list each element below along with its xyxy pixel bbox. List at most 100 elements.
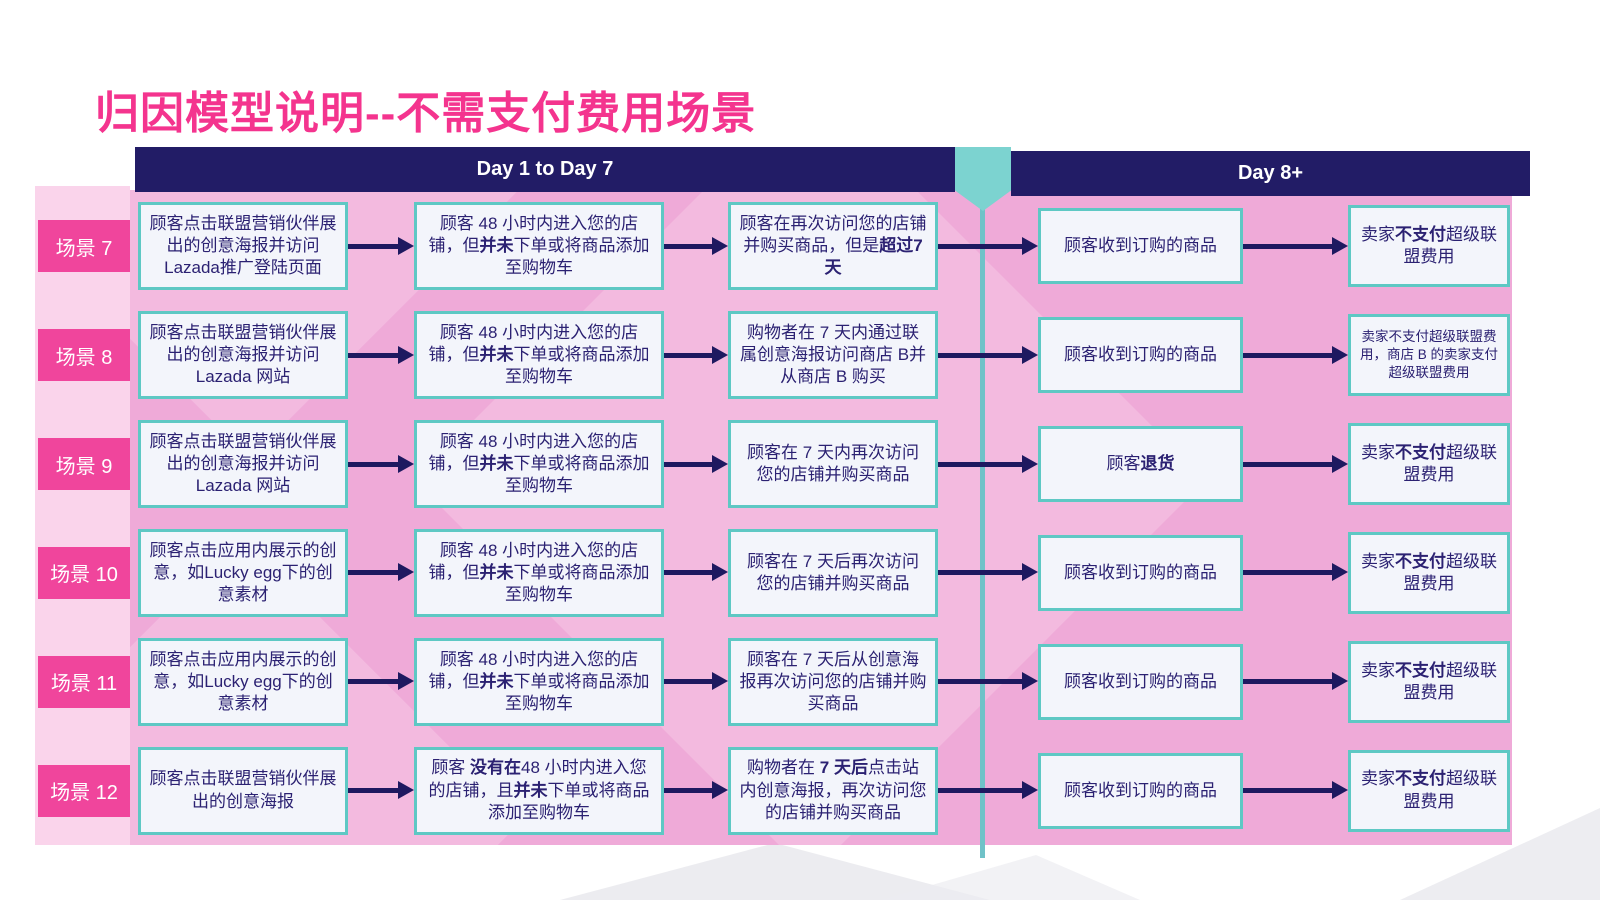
step-box-2: 顾客 48 小时内进入您的店铺，但并未下单或将商品添加至购物车 xyxy=(414,637,664,726)
arrow-right-icon xyxy=(938,563,1038,582)
arrow-right-icon xyxy=(938,781,1038,800)
arrow-right-icon xyxy=(664,672,728,691)
step-box-5: 卖家不支付超级联盟费用 xyxy=(1348,749,1510,832)
scenario-rows: 场景 7 顾客点击联盟营销伙伴展出的创意海报并访问Lazada推广登陆页面 顾客… xyxy=(38,192,1510,845)
step-text: 顾客点击应用内展示的创意，如Lucky egg下的创意素材 xyxy=(149,649,337,713)
step-text: 购物者在 7 天内通过联属创意海报访问商店 B并从商店 B 购买 xyxy=(739,323,927,387)
scenario-row: 场景 9 顾客点击联盟营销伙伴展出的创意海报并访问 Lazada 网站 顾客 4… xyxy=(38,410,1510,519)
scenario-row: 场景 11 顾客点击应用内展示的创意，如Lucky egg下的创意素材 顾客 4… xyxy=(38,627,1510,736)
step-text: 顾客 48 小时内进入您的店铺，但并未下单或将商品添加至购物车 xyxy=(428,540,650,604)
page-title: 归因模型说明--不需支付费用场景 xyxy=(95,89,757,139)
step-box-2: 顾客 48 小时内进入您的店铺，但并未下单或将商品添加至购物车 xyxy=(414,528,664,617)
step-box-3: 购物者在 7 天后点击站内创意海报，再次访问您的店铺并购买商品 xyxy=(728,746,938,835)
scenario-label: 场景 9 xyxy=(38,438,130,491)
step-box-2: 顾客 48 小时内进入您的店铺，但并未下单或将商品添加至购物车 xyxy=(414,202,664,291)
step-box-4: 顾客收到订购的商品 xyxy=(1038,752,1243,829)
arrow-right-icon xyxy=(348,236,414,256)
step-box-1: 顾客点击应用内展示的创意，如Lucky egg下的创意素材 xyxy=(138,528,348,617)
step-text: 顾客点击联盟营销伙伴展出的创意海报 xyxy=(149,769,337,811)
step-box-2: 顾客 48 小时内进入您的店铺，但并未下单或将商品添加至购物车 xyxy=(414,311,664,400)
step-box-4: 顾客收到订购的商品 xyxy=(1038,534,1243,611)
step-text: 卖家不支付超级联盟费用 xyxy=(1361,769,1497,811)
timeline-day8plus-label: Day 8+ xyxy=(1237,162,1304,184)
step-box-3: 购物者在 7 天内通过联属创意海报访问商店 B并从商店 B 购买 xyxy=(728,311,938,400)
arrow-right-icon xyxy=(1243,672,1348,691)
step-text: 顾客 48 小时内进入您的店铺，但并未下单或将商品添加至购物车 xyxy=(428,649,650,713)
step-text: 顾客在再次访问您的店铺并购买商品，但是超过7天 xyxy=(739,214,927,278)
step-box-1: 顾客点击联盟营销伙伴展出的创意海报 xyxy=(138,746,348,835)
step-box-3: 顾客在再次访问您的店铺并购买商品，但是超过7天 xyxy=(728,202,938,291)
step-box-5: 卖家不支付超级联盟费用 xyxy=(1348,640,1510,723)
scenario-label: 场景 12 xyxy=(38,764,130,817)
step-text: 顾客在 7 天后再次访问您的店铺并购买商品 xyxy=(747,551,919,593)
arrow-right-icon xyxy=(938,345,1038,365)
timeline-day1to7-header: Day 1 to Day 7 xyxy=(135,147,955,192)
step-text: 卖家不支付超级联盟费用 xyxy=(1361,551,1497,593)
scenario-label: 场景 11 xyxy=(38,655,130,708)
arrow-right-icon xyxy=(348,454,414,474)
step-text: 顾客收到订购的商品 xyxy=(1064,236,1217,256)
scenario-label-strip xyxy=(35,186,130,845)
step-box-5: 卖家不支付超级联盟费用 xyxy=(1348,423,1510,506)
scenario-label: 场景 8 xyxy=(38,329,130,382)
arrow-right-icon xyxy=(1243,345,1348,365)
scenario-row: 场景 7 顾客点击联盟营销伙伴展出的创意海报并访问Lazada推广登陆页面 顾客… xyxy=(38,192,1510,301)
step-text: 卖家不支付超级联盟费用，商店 B 的卖家支付超级联盟费用 xyxy=(1359,328,1498,381)
arrow-right-icon xyxy=(1243,563,1348,582)
arrow-right-icon xyxy=(664,454,728,474)
step-box-1: 顾客点击联盟营销伙伴展出的创意海报并访问 Lazada 网站 xyxy=(138,311,348,400)
arrow-right-icon xyxy=(664,236,728,256)
step-text: 卖家不支付超级联盟费用 xyxy=(1361,660,1497,702)
step-text: 顾客退货 xyxy=(1106,454,1175,474)
arrow-right-icon xyxy=(664,345,728,365)
arrow-right-icon xyxy=(1243,781,1348,800)
arrow-right-icon xyxy=(348,781,414,800)
step-box-2: 顾客 48 小时内进入您的店铺，但并未下单或将商品添加至购物车 xyxy=(414,420,664,509)
step-box-4: 顾客收到订购的商品 xyxy=(1038,208,1243,285)
step-text: 顾客 48 小时内进入您的店铺，但并未下单或将商品添加至购物车 xyxy=(428,431,650,496)
scenario-row: 场景 8 顾客点击联盟营销伙伴展出的创意海报并访问 Lazada 网站 顾客 4… xyxy=(38,301,1510,410)
timeline-day1to7-label: Day 1 to Day 7 xyxy=(476,158,614,180)
step-text: 卖家不支付超级联盟费用 xyxy=(1361,442,1497,485)
arrow-right-icon xyxy=(348,672,414,691)
step-box-1: 顾客点击联盟营销伙伴展出的创意海报并访问 Lazada 网站 xyxy=(138,420,348,509)
step-box-2: 顾客 没有在48 小时内进入您的店铺，且并未下单或将商品添加至购物车 xyxy=(414,746,664,835)
step-box-4: 顾客收到订购的商品 xyxy=(1038,643,1243,720)
step-box-1: 顾客点击联盟营销伙伴展出的创意海报并访问Lazada推广登陆页面 xyxy=(138,202,348,291)
arrow-right-icon xyxy=(1243,236,1348,256)
arrow-right-icon xyxy=(938,454,1038,474)
timeline-divider-line xyxy=(980,192,985,858)
step-text: 顾客在 7 天后从创意海报再次访问您的店铺并购买商品 xyxy=(739,649,927,713)
step-text: 顾客收到订购的商品 xyxy=(1064,671,1217,691)
arrow-right-icon xyxy=(1243,454,1348,474)
step-text: 顾客点击应用内展示的创意，如Lucky egg下的创意素材 xyxy=(149,540,337,604)
arrow-right-icon xyxy=(664,563,728,582)
step-text: 顾客点击联盟营销伙伴展出的创意海报并访问Lazada推广登陆页面 xyxy=(149,214,337,278)
step-text: 卖家不支付超级联盟费用 xyxy=(1361,225,1497,267)
step-box-4: 顾客收到订购的商品 xyxy=(1038,317,1243,394)
step-text: 顾客 48 小时内进入您的店铺，但并未下单或将商品添加至购物车 xyxy=(428,323,650,387)
step-text: 顾客点击联盟营销伙伴展出的创意海报并访问 Lazada 网站 xyxy=(149,431,337,496)
timeline-header: Day 1 to Day 7 Day 8+ xyxy=(135,147,1530,211)
step-box-3: 顾客在 7 天后再次访问您的店铺并购买商品 xyxy=(728,528,938,617)
timeline-day8plus-header: Day 8+ xyxy=(1011,151,1530,196)
step-text: 顾客在 7 天内再次访问您的店铺并购买商品 xyxy=(747,442,919,485)
step-text: 购物者在 7 天后点击站内创意海报，再次访问您的店铺并购买商品 xyxy=(739,758,927,822)
step-box-5: 卖家不支付超级联盟费用，商店 B 的卖家支付超级联盟费用 xyxy=(1348,314,1510,397)
step-box-3: 顾客在 7 天后从创意海报再次访问您的店铺并购买商品 xyxy=(728,637,938,726)
step-box-4: 顾客退货 xyxy=(1038,426,1243,503)
step-text: 顾客收到订购的商品 xyxy=(1064,780,1217,800)
arrow-right-icon xyxy=(348,345,414,365)
step-text: 顾客收到订购的商品 xyxy=(1064,345,1217,365)
arrow-right-icon xyxy=(938,236,1038,256)
arrow-right-icon xyxy=(938,672,1038,691)
step-text: 顾客点击联盟营销伙伴展出的创意海报并访问 Lazada 网站 xyxy=(149,323,337,387)
arrow-right-icon xyxy=(664,781,728,800)
arrow-right-icon xyxy=(348,563,414,582)
step-text: 顾客 48 小时内进入您的店铺，但并未下单或将商品添加至购物车 xyxy=(428,214,650,278)
step-text: 顾客 没有在48 小时内进入您的店铺，且并未下单或将商品添加至购物车 xyxy=(428,758,650,822)
step-box-1: 顾客点击应用内展示的创意，如Lucky egg下的创意素材 xyxy=(138,637,348,726)
step-box-5: 卖家不支付超级联盟费用 xyxy=(1348,531,1510,614)
scenario-label: 场景 10 xyxy=(38,546,130,599)
